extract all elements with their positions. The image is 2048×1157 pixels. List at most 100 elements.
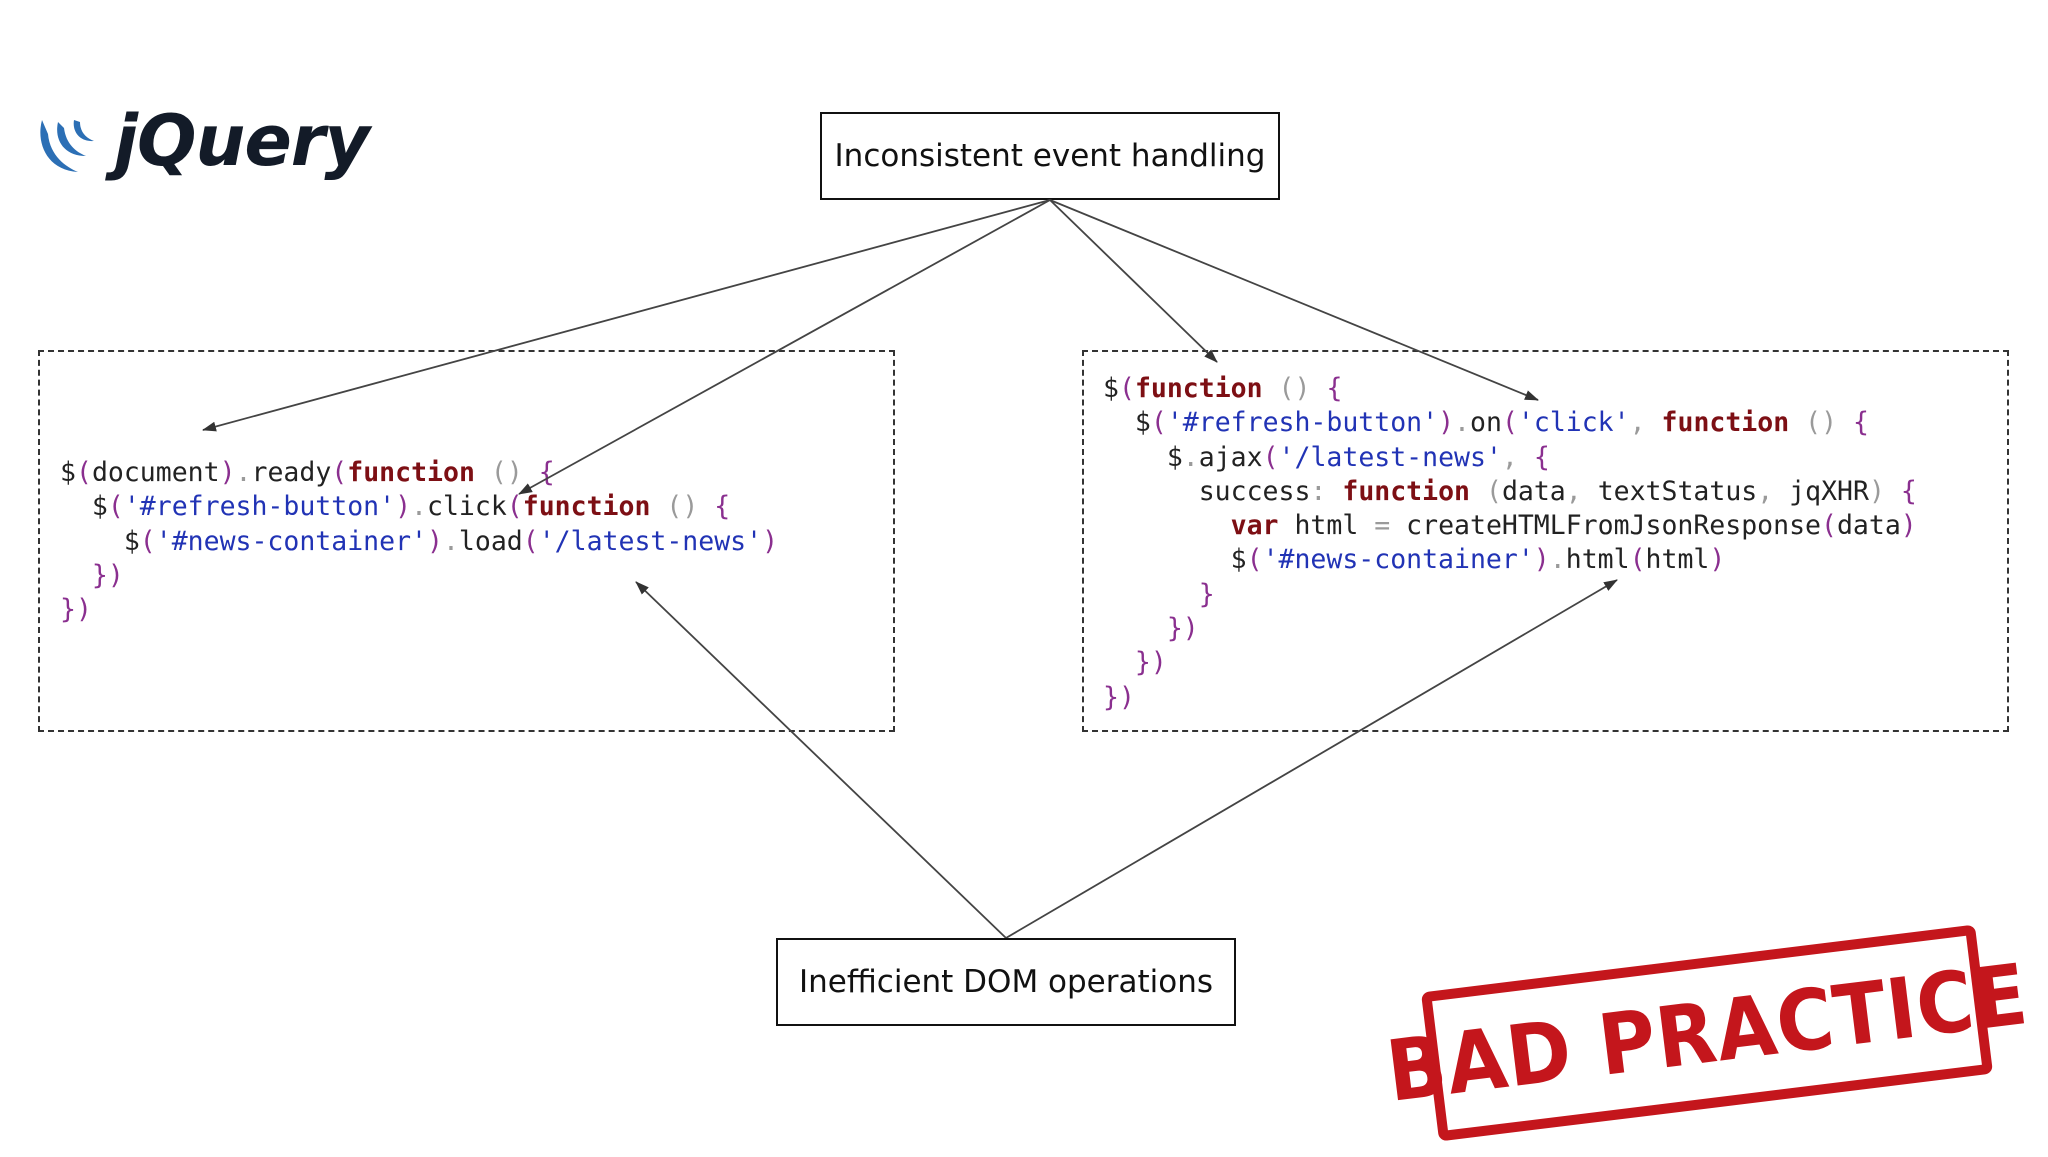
code-token: createHTMLFromJsonResponse	[1390, 510, 1821, 542]
arrow-bottom-to-load	[635, 581, 1007, 939]
left-code-block: $(document).ready(function () { $('#refr…	[60, 456, 778, 627]
code-token: $	[1103, 544, 1247, 576]
code-token: function	[1661, 407, 1790, 439]
code-token: })	[1134, 647, 1167, 679]
code-token: data	[1501, 475, 1566, 507]
right-code-panel	[1082, 350, 2009, 732]
code-token: (	[75, 457, 92, 488]
inconsistent-event-handling-label: Inconsistent event handling	[820, 112, 1280, 200]
code-token: (	[1821, 510, 1837, 542]
bottom-label-text: Inefficient DOM operations	[798, 964, 1214, 1000]
code-token: (	[1262, 441, 1279, 473]
code-token: (	[1485, 475, 1502, 507]
code-token: )	[395, 491, 412, 523]
code-token: })	[1166, 613, 1199, 645]
code-token: jqXHR	[1773, 475, 1869, 507]
code-token: '/latest-news'	[538, 525, 763, 557]
code-token: }	[1198, 578, 1215, 610]
code-token: )	[1709, 544, 1726, 576]
arrow-bottom-to-html	[1005, 579, 1618, 939]
code-token: })	[60, 594, 92, 626]
code-token: {	[1853, 407, 1869, 439]
code-token: ()	[1278, 373, 1311, 404]
code-token: '#refresh-button'	[123, 491, 396, 523]
code-token: (	[139, 525, 156, 557]
code-token: )	[1533, 544, 1550, 576]
code-token: $	[60, 525, 140, 557]
top-label-text: Inconsistent event handling	[834, 138, 1266, 174]
arrow-top-to-on-click	[1049, 199, 1539, 401]
code-token: click	[427, 491, 507, 523]
code-token: .	[1182, 441, 1199, 473]
code-token: $	[60, 457, 76, 488]
left-code-panel	[38, 350, 895, 732]
code-token: )	[1868, 475, 1885, 507]
code-token: ,	[1629, 407, 1646, 439]
code-token: ,	[1565, 475, 1582, 507]
inefficient-dom-operations-label: Inefficient DOM operations	[776, 938, 1236, 1026]
code-token: )	[1438, 407, 1455, 439]
code-token: '#news-container'	[1262, 544, 1534, 576]
code-token: (	[522, 525, 539, 557]
code-token: html	[1645, 544, 1710, 576]
code-token: .	[235, 457, 252, 488]
code-token: (	[506, 491, 523, 523]
code-token: $	[1103, 407, 1151, 439]
code-token: .	[1549, 544, 1566, 576]
code-token: var	[1230, 510, 1279, 542]
code-token: html	[1278, 510, 1375, 542]
code-token: success	[1103, 475, 1311, 507]
logo-text: jQuery	[114, 100, 370, 182]
code-token: })	[91, 559, 124, 591]
arrow-top-to-left-panel	[202, 199, 1051, 432]
code-token: document	[91, 457, 220, 488]
code-token: function	[1134, 373, 1263, 404]
code-token: )	[219, 457, 236, 488]
code-token: {	[714, 491, 731, 523]
code-token: (	[1246, 544, 1263, 576]
code-token: {	[1326, 373, 1343, 404]
code-token: data	[1836, 510, 1901, 542]
code-token: function	[347, 457, 475, 488]
code-token: $	[1103, 441, 1183, 473]
code-token: .	[1454, 407, 1471, 439]
code-token: $	[60, 491, 108, 523]
code-token: (	[1501, 407, 1518, 439]
code-token: function	[522, 491, 651, 523]
code-token: ready	[251, 457, 332, 488]
code-token: html	[1565, 544, 1630, 576]
code-token: ()	[666, 491, 699, 523]
arrow-top-to-right-panel	[1049, 199, 1218, 363]
arrow-top-to-click-handler	[518, 199, 1051, 495]
code-token: on	[1470, 407, 1502, 439]
code-token: (	[107, 491, 124, 523]
code-token: ()	[1805, 407, 1838, 439]
jquery-swirl-icon	[40, 120, 94, 172]
code-token: )	[1900, 510, 1917, 542]
code-token: (	[1118, 373, 1135, 404]
code-token: '/latest-news'	[1278, 441, 1502, 473]
jquery-logo: jQuery	[36, 100, 376, 184]
code-token: function	[1342, 475, 1470, 507]
code-token: (	[1629, 544, 1646, 576]
code-token: =	[1374, 510, 1391, 542]
code-token: $	[1103, 373, 1119, 404]
code-token: textStatus	[1581, 475, 1758, 507]
code-token: {	[1533, 441, 1550, 473]
code-token: 'click'	[1517, 407, 1630, 439]
code-token: )	[762, 525, 779, 557]
code-token: '#news-container'	[155, 525, 427, 557]
code-token: (	[1150, 407, 1167, 439]
code-token: {	[1900, 475, 1917, 507]
code-token: :	[1310, 475, 1327, 507]
code-token: .	[411, 491, 428, 523]
code-token: )	[426, 525, 443, 557]
code-token: ,	[1757, 475, 1774, 507]
code-token: '#refresh-button'	[1166, 407, 1439, 439]
code-token: })	[1103, 681, 1135, 713]
code-token: load	[458, 525, 523, 557]
code-token: .	[442, 525, 459, 557]
code-token: ajax	[1198, 441, 1263, 473]
right-code-block: $(function () { $('#refresh-button').on(…	[1103, 372, 1917, 715]
code-token: ,	[1501, 441, 1518, 473]
